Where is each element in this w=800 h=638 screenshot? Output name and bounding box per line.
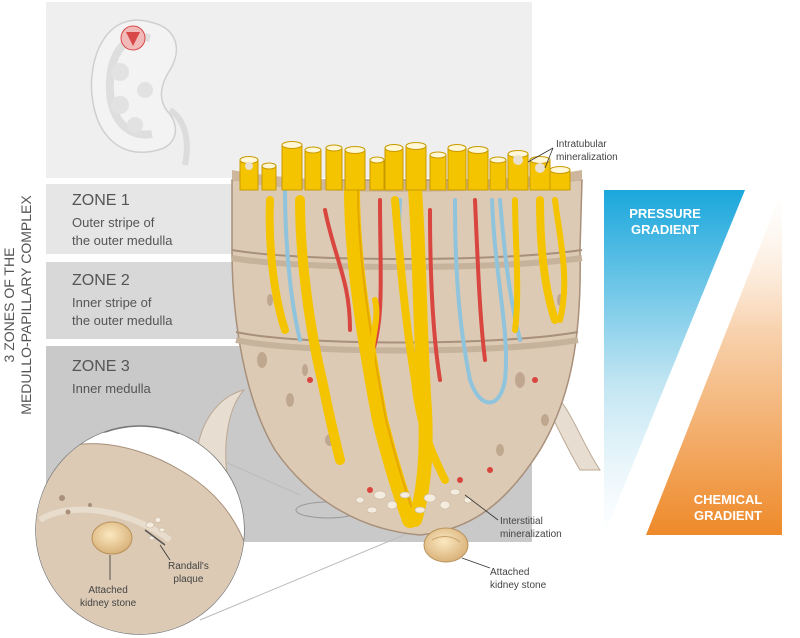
- interstitial-cluster: [355, 488, 473, 514]
- zone2-desc-line1: Inner stripe of: [72, 295, 152, 310]
- intratubular-line1: Intratubular: [556, 139, 607, 150]
- randall-line2: plaque: [173, 574, 204, 585]
- zone1-desc-line1: Outer stripe of: [72, 215, 155, 230]
- vertical-section-label: 3 ZONES OF THE MEDULLO-PAPILLARY COMPLEX: [1, 195, 35, 415]
- zone1-desc-line2: the outer medulla: [72, 233, 173, 248]
- randall-line1: Randall's: [168, 561, 209, 572]
- chemical-line1: CHEMICAL: [693, 492, 763, 507]
- zone1-title: ZONE 1: [72, 192, 130, 209]
- zone3-desc-line1: Inner medulla: [72, 381, 151, 396]
- kidney-icon: [90, 19, 190, 166]
- zone2-desc-line2: the outer medulla: [72, 313, 173, 328]
- zone2-title: ZONE 2: [72, 272, 130, 289]
- kidney-stone: [423, 527, 469, 563]
- interstitial-callout: Interstitial mineralization: [500, 515, 562, 541]
- intratubular-line2: mineralization: [556, 152, 618, 163]
- inset-magnifier: [35, 425, 245, 635]
- stone-inset-line2: kidney stone: [80, 598, 137, 609]
- stone-main-line1: Attached: [490, 567, 530, 578]
- pressure-line2: GRADIENT: [631, 222, 699, 237]
- zone3-title: ZONE 3: [72, 358, 130, 375]
- stone-main-line2: kidney stone: [490, 580, 547, 591]
- vertical-label-line2: MEDULLO-PAPILLARY COMPLEX: [18, 195, 34, 415]
- pressure-line1: PRESSURE: [629, 206, 701, 221]
- pressure-gradient: [604, 190, 745, 535]
- stone-inset-callout: Attached kidney stone: [80, 584, 136, 610]
- stone-main-callout: Attached kidney stone: [490, 566, 546, 592]
- chemical-gradient-label: CHEMICAL GRADIENT: [678, 492, 778, 524]
- interstitial-line2: mineralization: [500, 529, 562, 540]
- interstitial-line1: Interstitial: [500, 516, 543, 527]
- randall-callout: Randall's plaque: [168, 560, 209, 586]
- intratubular-callout: Intratubular mineralization: [556, 138, 618, 164]
- stone-inset-line1: Attached: [88, 585, 128, 596]
- chemical-gradient: [646, 190, 782, 535]
- pressure-gradient-label: PRESSURE GRADIENT: [610, 206, 720, 238]
- chemical-line2: GRADIENT: [694, 508, 762, 523]
- vertical-label-line1: 3 ZONES OF THE: [1, 247, 17, 363]
